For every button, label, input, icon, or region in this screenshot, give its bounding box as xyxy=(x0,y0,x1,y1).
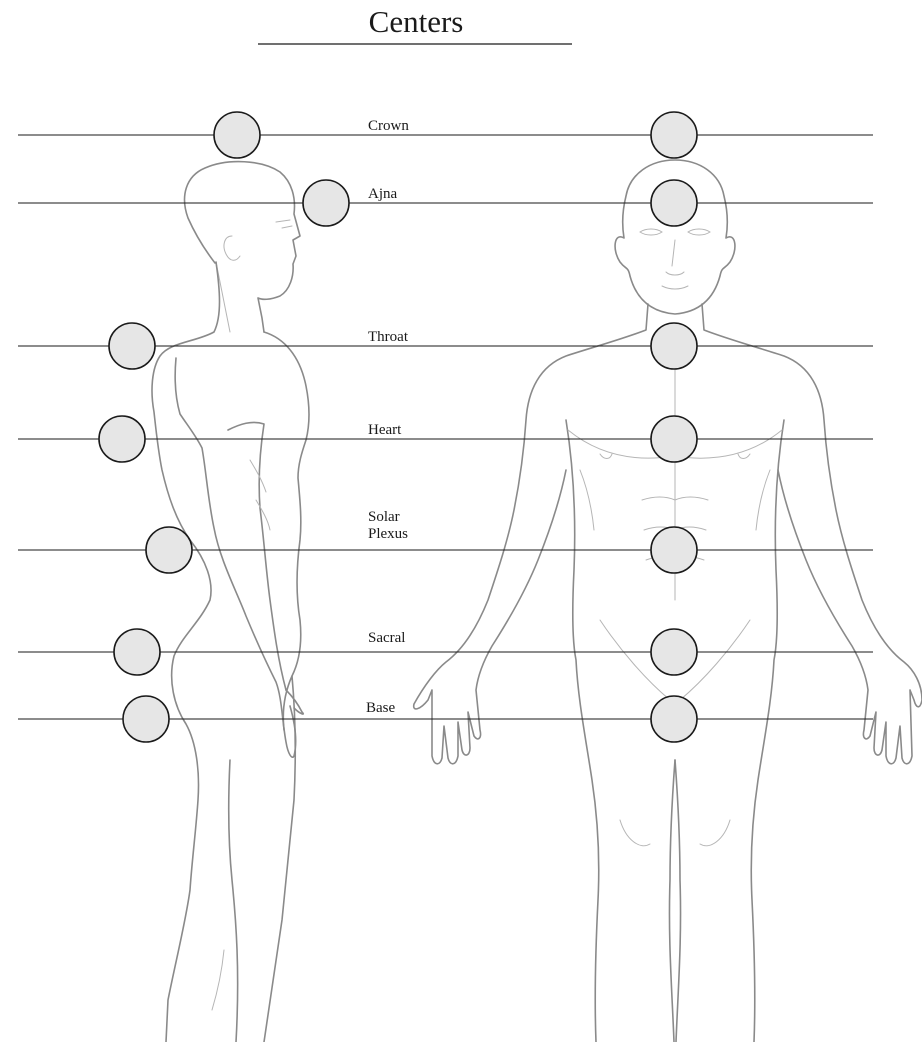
center-solar-plexus: Solar Plexus xyxy=(18,509,873,573)
base-circle-side xyxy=(123,696,169,742)
solar-plexus-circle-front xyxy=(651,527,697,573)
throat-label-line: Throat xyxy=(368,329,409,345)
ajna-circle-front xyxy=(651,180,697,226)
sacral-label-line: Sacral xyxy=(368,630,405,646)
crown-circle-front xyxy=(651,112,697,158)
heart-label: Heart xyxy=(368,422,402,438)
center-heart: Heart xyxy=(18,416,873,462)
throat-circle-side xyxy=(109,323,155,369)
front-view-figure xyxy=(414,160,922,1042)
solar-plexus-circle-side xyxy=(146,527,192,573)
crown-circle-side xyxy=(214,112,260,158)
center-throat: Throat xyxy=(18,323,873,369)
base-label-line: Base xyxy=(366,700,396,716)
throat-circle-front xyxy=(651,323,697,369)
throat-label: Throat xyxy=(368,329,409,345)
center-ajna: Ajna xyxy=(18,180,873,226)
center-crown: Crown xyxy=(18,112,873,158)
solar-plexus-label: Solar Plexus xyxy=(368,509,408,542)
heart-circle-side xyxy=(99,416,145,462)
ajna-label-line: Ajna xyxy=(368,186,398,202)
heart-label-line: Heart xyxy=(368,422,402,438)
base-circle-front xyxy=(651,696,697,742)
ajna-label: Ajna xyxy=(368,186,398,202)
ajna-circle-side xyxy=(303,180,349,226)
sacral-circle-front xyxy=(651,629,697,675)
base-label: Base xyxy=(366,700,396,716)
center-sacral: Sacral xyxy=(18,629,873,675)
sacral-label: Sacral xyxy=(368,630,405,646)
side-view-figure xyxy=(152,162,309,1042)
solar-plexus-label-line-2: Plexus xyxy=(368,526,408,542)
crown-label: Crown xyxy=(368,118,409,134)
crown-label-line: Crown xyxy=(368,118,409,134)
heart-circle-front xyxy=(651,416,697,462)
solar-plexus-label-line-1: Solar xyxy=(368,509,400,525)
sacral-circle-side xyxy=(114,629,160,675)
page-title: Centers xyxy=(369,4,464,39)
